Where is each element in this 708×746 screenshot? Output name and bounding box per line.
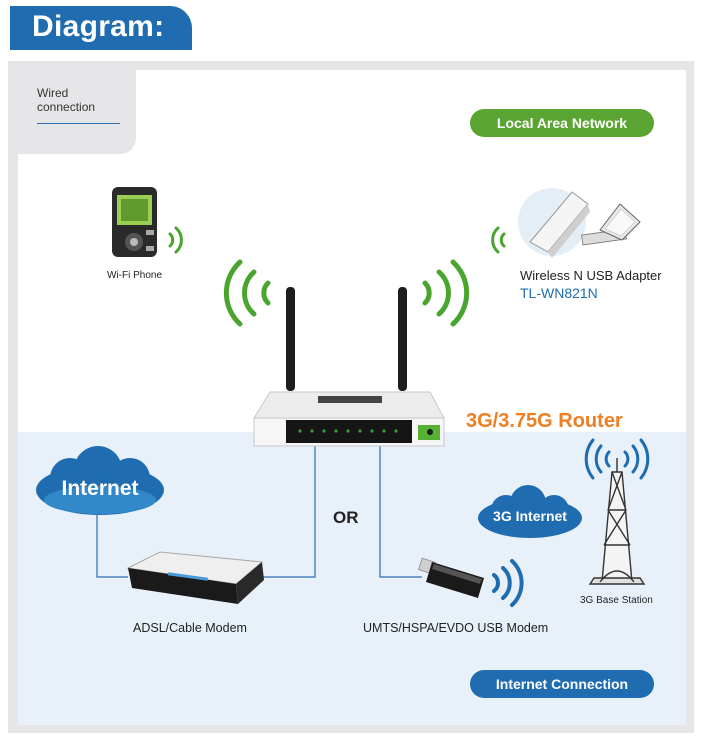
wired-links xyxy=(96,440,422,578)
3g-internet-cloud-label: 3G Internet xyxy=(493,508,567,524)
header-tab xyxy=(10,6,192,50)
usb-modem-icon xyxy=(417,557,484,598)
link-router-modem xyxy=(262,440,316,578)
wired-legend-line xyxy=(37,123,120,124)
or-separator: OR xyxy=(333,508,359,527)
page-title: Diagram: xyxy=(32,10,165,43)
router-label: 3G/3.75G Router xyxy=(466,410,623,432)
router-signal-right-icon xyxy=(422,259,470,327)
phone-signal-icon xyxy=(168,226,183,254)
wired-legend-tab xyxy=(18,70,136,154)
usb-modem-signal-icon xyxy=(492,559,524,607)
adapter-signal-icon xyxy=(491,226,506,254)
router-icon xyxy=(253,287,445,447)
usb-adapter-model-label: TL-WN821N xyxy=(520,285,598,301)
internet-cloud-label: Internet xyxy=(61,477,139,500)
internet-cloud-icon xyxy=(36,446,164,515)
usb-modem-label: UMTS/HSPA/EVDO USB Modem xyxy=(363,621,549,635)
link-router-usbmodem xyxy=(379,440,422,578)
wired-legend-label: Wired connection xyxy=(37,86,96,114)
3g-internet-cloud-icon xyxy=(478,485,582,538)
base-station-label: 3G Base Station xyxy=(580,595,653,606)
wifi-phone-icon xyxy=(112,187,157,257)
adsl-modem-icon xyxy=(126,551,264,604)
lan-pill: Local Area Network xyxy=(470,109,654,137)
wifi-phone-label: Wi-Fi Phone xyxy=(107,270,163,281)
router-signal-left-icon xyxy=(223,259,271,327)
usb-adapter-label: Wireless N USB Adapter xyxy=(520,268,662,283)
link-internet-modem xyxy=(96,515,128,578)
modem-label: ADSL/Cable Modem xyxy=(133,621,247,635)
internet-connection-pill: Internet Connection xyxy=(470,670,654,698)
tower-signal-icon xyxy=(584,438,650,480)
base-station-tower-icon xyxy=(588,458,646,585)
usb-adapter-icon xyxy=(518,188,641,258)
